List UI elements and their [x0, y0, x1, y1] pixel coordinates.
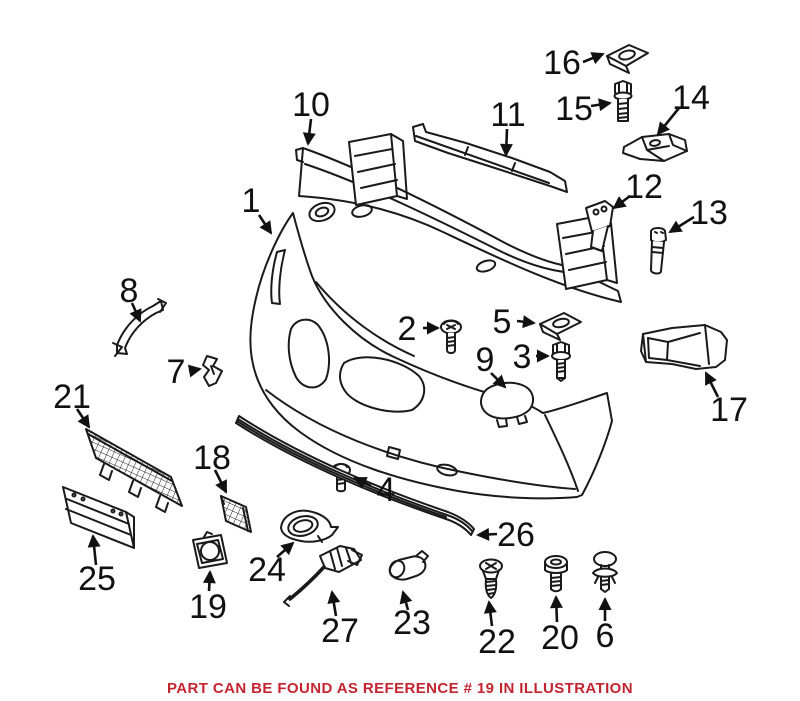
callout-14: 14 — [672, 79, 710, 117]
callout-25: 25 — [78, 560, 116, 598]
part-1-bumper-cover — [249, 212, 613, 500]
callout-23: 23 — [393, 604, 431, 642]
callout-21: 21 — [53, 378, 91, 416]
callout-7: 7 — [167, 353, 186, 391]
reference-note: PART CAN BE FOUND AS REFERENCE # 19 IN I… — [167, 680, 633, 697]
arrow-14 — [656, 107, 681, 136]
arrow-19 — [202, 570, 216, 592]
part-8-gasket-strip — [112, 298, 167, 357]
part-11-trim-panel — [412, 123, 568, 193]
callout-20: 20 — [541, 619, 579, 657]
part-26-trim-strip — [235, 415, 475, 536]
part-23-sensor — [388, 550, 429, 581]
arrow-18 — [213, 469, 228, 494]
arrow-10 — [302, 118, 316, 146]
arrow-13 — [668, 215, 695, 234]
arrow-16 — [582, 52, 605, 65]
part-12-bracket — [585, 200, 614, 252]
callout-17: 17 — [710, 391, 748, 429]
part-24-bezel — [280, 509, 339, 543]
arrow-8 — [129, 302, 142, 323]
part-3-bolt — [551, 341, 571, 382]
callout-13: 13 — [690, 194, 728, 232]
arrow-4 — [353, 476, 372, 489]
part-13-bolt — [650, 227, 667, 275]
part-16-clip-nut — [606, 44, 649, 74]
callout-8: 8 — [120, 272, 139, 310]
part-27-sensor-plug — [283, 545, 363, 607]
arrow-24 — [276, 541, 295, 558]
arrow-22 — [483, 600, 497, 627]
part-22-screw — [479, 558, 503, 599]
part-7-bracket — [202, 355, 223, 387]
part-10-impact-bar — [295, 133, 622, 303]
part-21-grille-mesh — [85, 428, 183, 513]
callout-6: 6 — [596, 617, 615, 655]
arrow-23 — [399, 590, 413, 611]
part-9-tow-hook-cover — [480, 381, 535, 428]
arrow-26 — [476, 527, 498, 541]
arrow-1 — [257, 214, 273, 235]
arrow-9 — [490, 372, 507, 389]
callout-19: 19 — [189, 588, 227, 626]
callout-1: 1 — [242, 182, 261, 220]
arrow-12 — [612, 194, 631, 210]
callout-26: 26 — [497, 516, 535, 554]
callout-5: 5 — [493, 303, 512, 341]
arrow-27 — [327, 590, 341, 617]
arrow-15 — [590, 98, 612, 112]
callout-9: 9 — [476, 341, 495, 379]
callout-11: 11 — [490, 96, 525, 134]
callout-12: 12 — [625, 168, 663, 206]
callout-22: 22 — [478, 623, 516, 661]
part-20-screw — [544, 555, 568, 593]
arrow-7 — [187, 364, 202, 378]
arrow-20 — [549, 595, 563, 623]
callout-arrows — [75, 52, 720, 627]
callout-15: 15 — [555, 90, 593, 128]
callout-18: 18 — [193, 439, 231, 477]
callout-2: 2 — [398, 310, 417, 348]
arrow-5 — [516, 315, 536, 329]
callout-3: 3 — [513, 338, 532, 376]
arrow-11 — [499, 128, 513, 157]
arrow-17 — [704, 371, 720, 398]
part-25-plate-filler — [62, 486, 135, 549]
part-2-screw — [440, 319, 462, 354]
part-18-grille-mesh — [220, 495, 252, 533]
arrow-21 — [75, 408, 91, 429]
part-15-bolt — [613, 80, 633, 122]
part-19-frame — [192, 531, 228, 569]
callout-16: 16 — [543, 44, 581, 82]
callout-labels: 1 2 3 4 5 6 7 8 9 10 11 12 13 14 15 16 1… — [53, 44, 748, 661]
part-14-bracket — [622, 133, 688, 162]
callout-10: 10 — [292, 86, 330, 124]
callout-24: 24 — [248, 551, 286, 589]
callout-27: 27 — [321, 612, 359, 650]
part-6-expanding-rivet — [592, 551, 618, 593]
part-17-air-duct — [640, 324, 728, 370]
callout-4: 4 — [377, 471, 396, 509]
part-5-clip-nut — [539, 312, 582, 341]
arrow-25 — [87, 534, 101, 566]
